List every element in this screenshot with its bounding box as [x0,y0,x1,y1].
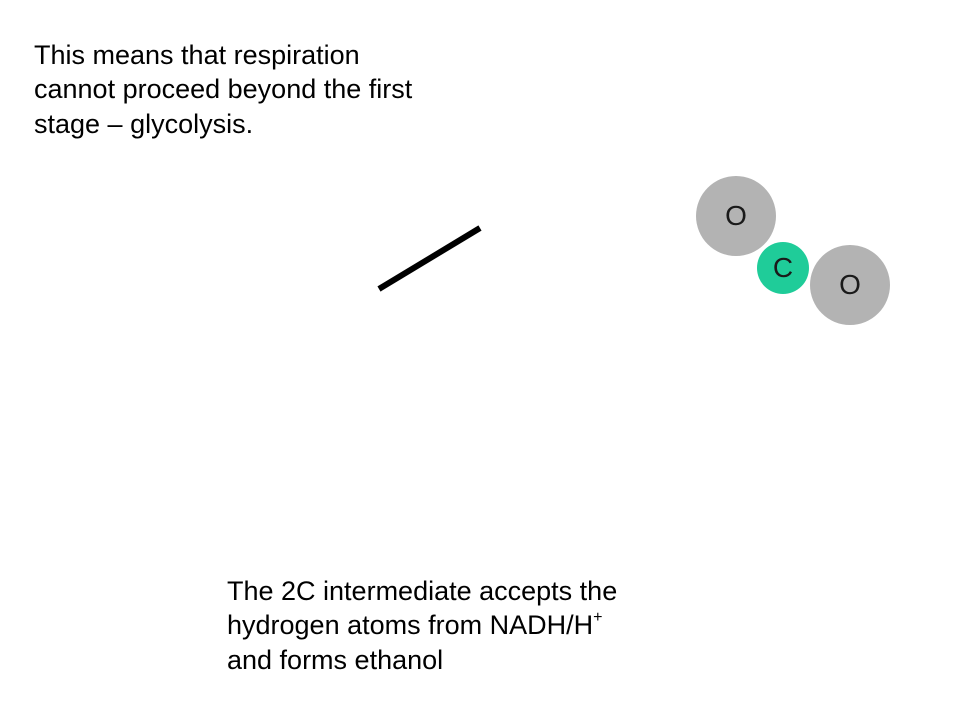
oxygen-atom-2-label: O [839,269,861,300]
bond-line [377,225,482,292]
bottom-caption: The 2C intermediate accepts the hydrogen… [227,574,727,677]
bottom-caption-line-2-text: hydrogen atoms from NADH/H [227,610,594,641]
bottom-caption-line-3: and forms ethanol [227,644,444,675]
top-caption: This means that respiration cannot proce… [34,38,504,141]
carbon-atom-label: C [772,252,794,283]
bottom-caption-line-2: hydrogen atoms from NADH/H+ [227,608,727,642]
superscript-plus: + [593,609,603,627]
bottom-caption-line-1: The 2C intermediate accepts the [227,576,618,606]
oxygen-atom-2: O [810,245,890,325]
oxygen-atom-1-label: O [725,200,747,231]
oxygen-atom-1: O [696,176,776,256]
carbon-atom: C [757,242,809,294]
top-caption-line-1: This means that respiration [34,40,360,70]
top-caption-line-3: stage – glycolysis. [34,108,254,139]
top-caption-line-2: cannot proceed beyond the first [34,74,413,105]
